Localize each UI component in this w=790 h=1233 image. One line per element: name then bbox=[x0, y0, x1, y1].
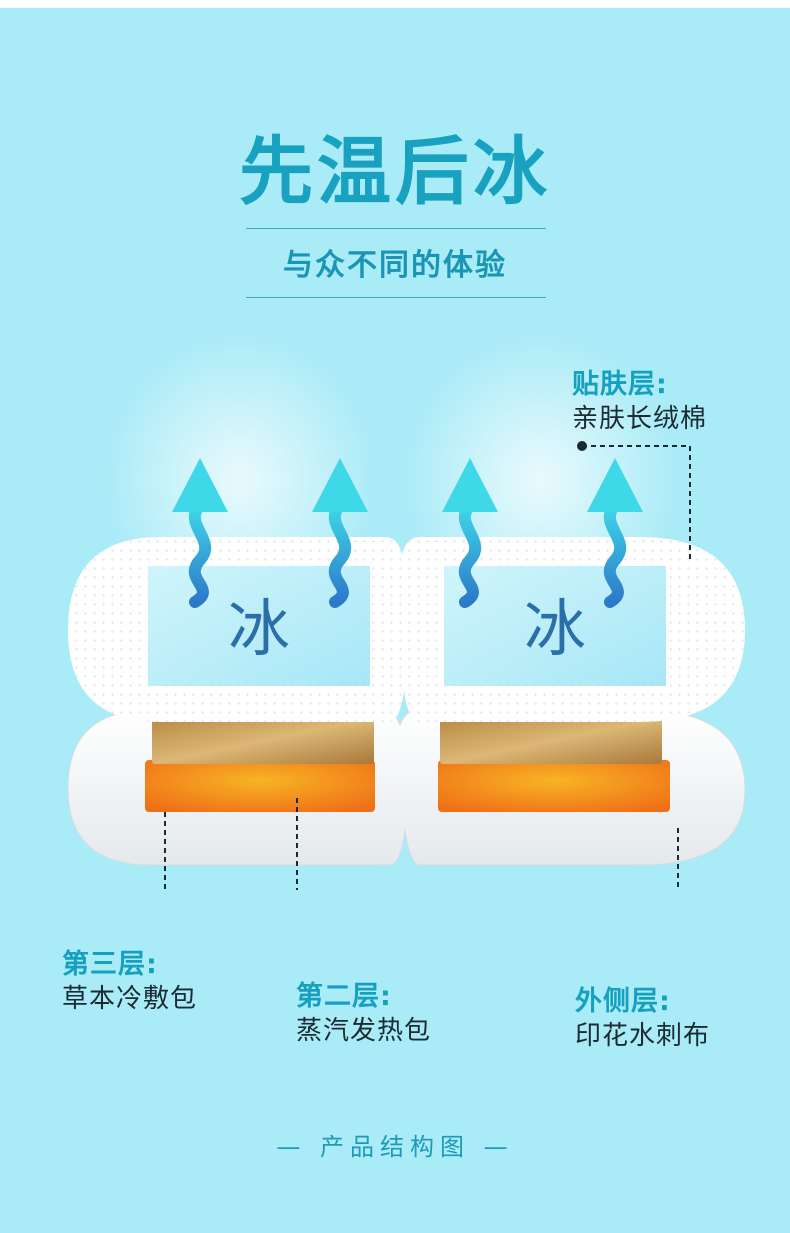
herbal-pack-right bbox=[440, 718, 662, 764]
label-heading: 第二层: bbox=[296, 981, 392, 1012]
heat-pack-right bbox=[438, 760, 670, 812]
title-divider-top bbox=[246, 228, 546, 229]
product-structure-diagram: 冰 冰 bbox=[67, 330, 746, 890]
steam-arrow-icon bbox=[587, 458, 643, 608]
label-desc: 草本冷敷包 bbox=[62, 984, 198, 1014]
label-desc: 亲肤长绒棉 bbox=[572, 404, 708, 434]
label-skin-layer: 贴肤层: 亲肤长绒棉 bbox=[572, 368, 707, 436]
ice-label-left: 冰 bbox=[228, 592, 290, 665]
steam-arrow-icon bbox=[442, 458, 498, 608]
ice-panel-left bbox=[148, 566, 370, 686]
leader-lines bbox=[164, 445, 691, 890]
top-border bbox=[0, 0, 790, 8]
title-divider-bottom bbox=[246, 297, 546, 298]
steam-arrow-icon bbox=[312, 458, 368, 608]
steam-arrow-icon bbox=[172, 458, 228, 608]
heat-pack-left bbox=[145, 760, 375, 812]
label-heading: 外侧层: bbox=[575, 986, 671, 1017]
label-heading: 第三层: bbox=[62, 949, 158, 980]
herbal-pack-left bbox=[152, 718, 374, 764]
page-subtitle: 与众不同的体验 bbox=[283, 248, 507, 283]
ice-label-right: 冰 bbox=[524, 592, 586, 665]
diagram-caption: — 产品结构图 — bbox=[276, 1133, 514, 1161]
label-second-layer: 第二层: 蒸汽发热包 bbox=[296, 980, 431, 1048]
label-outer-layer: 外侧层: 印花水刺布 bbox=[575, 985, 710, 1053]
leader-dot bbox=[577, 441, 587, 451]
label-third-layer: 第三层: 草本冷敷包 bbox=[62, 948, 197, 1016]
label-heading: 贴肤层: bbox=[572, 369, 668, 400]
ice-panel-right bbox=[444, 566, 666, 686]
label-desc: 印花水刺布 bbox=[575, 1021, 711, 1051]
label-desc: 蒸汽发热包 bbox=[296, 1016, 432, 1046]
page-title: 先温后冰 bbox=[239, 129, 551, 215]
